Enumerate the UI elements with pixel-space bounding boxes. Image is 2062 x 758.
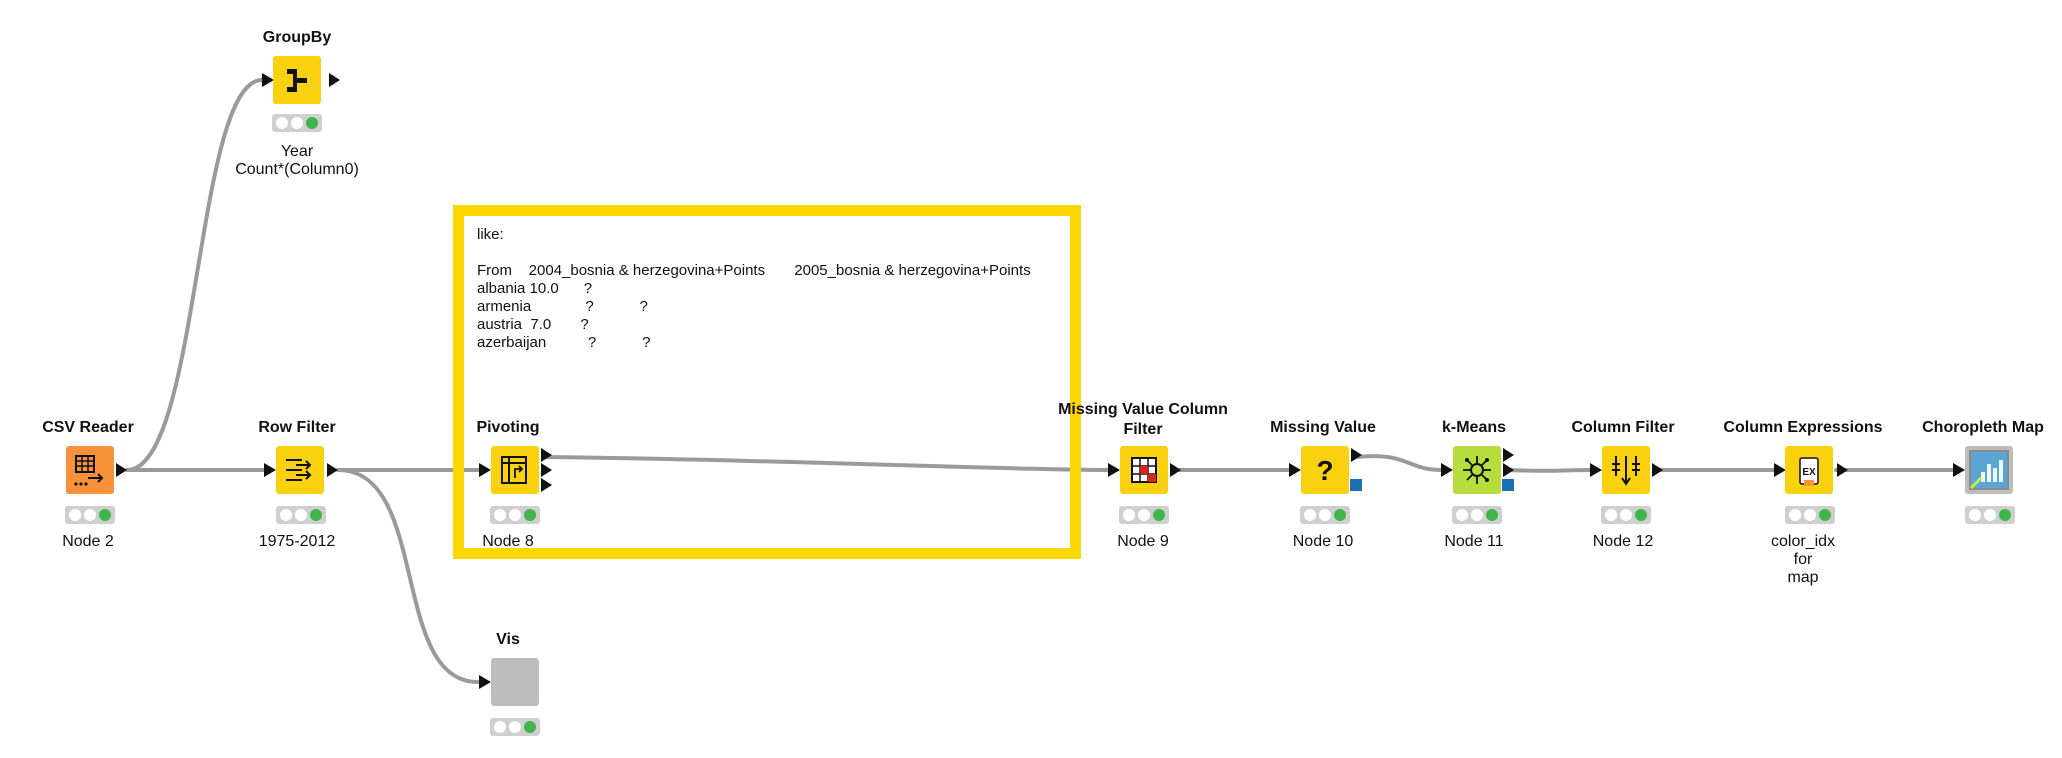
- input-port[interactable]: [1590, 463, 1602, 477]
- node-title: k-Means: [1441, 419, 1507, 436]
- node-title: Vis: [496, 631, 520, 648]
- status-traffic-light: [65, 506, 115, 524]
- annotation-text: like: From 2004_bosnia & herzegovina+Poi…: [477, 226, 1031, 351]
- wire-missingvalue-to-kmeans: [1354, 454, 1445, 472]
- node-label[interactable]: Node 9: [1117, 533, 1169, 550]
- input-port[interactable]: [1953, 463, 1965, 477]
- svg-text:?: ?: [1316, 455, 1333, 486]
- output-port[interactable]: [541, 463, 552, 477]
- workflow-annotation[interactable]: like: From 2004_bosnia & herzegovina+Poi…: [453, 205, 1081, 559]
- wire-kmeans-to-columnfilter: [1505, 468, 1594, 473]
- model-output-port[interactable]: [1502, 479, 1514, 491]
- status-traffic-light: [1785, 506, 1835, 524]
- wire-rowfilter-to-vis: [336, 468, 480, 684]
- pivot-icon[interactable]: [491, 446, 539, 494]
- node-title: Pivoting: [476, 419, 540, 436]
- choropleth-chart-icon[interactable]: [1965, 446, 2013, 494]
- node-title: Missing Value Column Filter: [1058, 401, 1228, 438]
- node-label[interactable]: Node 10: [1292, 533, 1354, 550]
- status-traffic-light: [272, 114, 322, 132]
- groupby-icon[interactable]: [273, 56, 321, 104]
- node-title: Column Filter: [1571, 419, 1675, 436]
- output-port[interactable]: [327, 463, 338, 477]
- status-traffic-light: [490, 718, 540, 736]
- svg-text:EX: EX: [1802, 467, 1816, 478]
- csv-table-icon[interactable]: [66, 446, 114, 494]
- input-port[interactable]: [264, 463, 276, 477]
- input-port[interactable]: [1774, 463, 1786, 477]
- node-label[interactable]: Node 11: [1444, 533, 1504, 550]
- wire-csv-to-groupby: [125, 78, 264, 472]
- output-port[interactable]: [1652, 463, 1663, 477]
- node-label[interactable]: color_idx for map: [1770, 533, 1836, 586]
- node-label[interactable]: Node 8: [482, 533, 534, 550]
- row-filter-icon[interactable]: [276, 446, 324, 494]
- output-port[interactable]: [1503, 448, 1514, 462]
- output-port[interactable]: [1351, 448, 1362, 462]
- input-port[interactable]: [262, 73, 274, 87]
- status-traffic-light: [276, 506, 326, 524]
- node-title: CSV Reader: [42, 419, 134, 436]
- output-port[interactable]: [329, 73, 340, 87]
- node-label[interactable]: Node 12: [1592, 533, 1654, 550]
- input-port[interactable]: [479, 675, 491, 689]
- blank-metanode-icon[interactable]: [491, 658, 539, 706]
- input-port[interactable]: [479, 463, 491, 477]
- node-label[interactable]: 1975-2012: [258, 533, 336, 550]
- node-title: Missing Value: [1270, 419, 1376, 436]
- output-port[interactable]: [1170, 463, 1181, 477]
- status-traffic-light: [1452, 506, 1502, 524]
- node-title: Column Expressions: [1723, 419, 1883, 436]
- node-label[interactable]: Node 2: [62, 533, 114, 550]
- status-traffic-light: [1965, 506, 2015, 524]
- node-label[interactable]: Year Count*(Column0): [235, 143, 359, 178]
- node-title: Choropleth Map: [1922, 419, 2044, 436]
- status-traffic-light: [1601, 506, 1651, 524]
- wire-pivoting-to-mvfilter: [544, 455, 1114, 472]
- input-port[interactable]: [1289, 463, 1301, 477]
- output-port[interactable]: [1503, 463, 1514, 477]
- status-traffic-light: [1119, 506, 1169, 524]
- status-traffic-light: [1300, 506, 1350, 524]
- output-port[interactable]: [541, 478, 552, 492]
- cluster-icon[interactable]: [1453, 446, 1501, 494]
- output-port[interactable]: [1837, 463, 1848, 477]
- node-title: Row Filter: [258, 419, 336, 436]
- output-port[interactable]: [541, 448, 552, 462]
- question-mark-icon[interactable]: ?: [1301, 446, 1349, 494]
- node-title: GroupBy: [262, 29, 332, 46]
- model-output-port[interactable]: [1350, 479, 1362, 491]
- output-port[interactable]: [116, 463, 127, 477]
- expression-icon[interactable]: EX: [1785, 446, 1833, 494]
- status-traffic-light: [490, 506, 540, 524]
- missing-column-filter-icon[interactable]: [1120, 446, 1168, 494]
- input-port[interactable]: [1108, 463, 1120, 477]
- column-filter-icon[interactable]: [1602, 446, 1650, 494]
- input-port[interactable]: [1441, 463, 1453, 477]
